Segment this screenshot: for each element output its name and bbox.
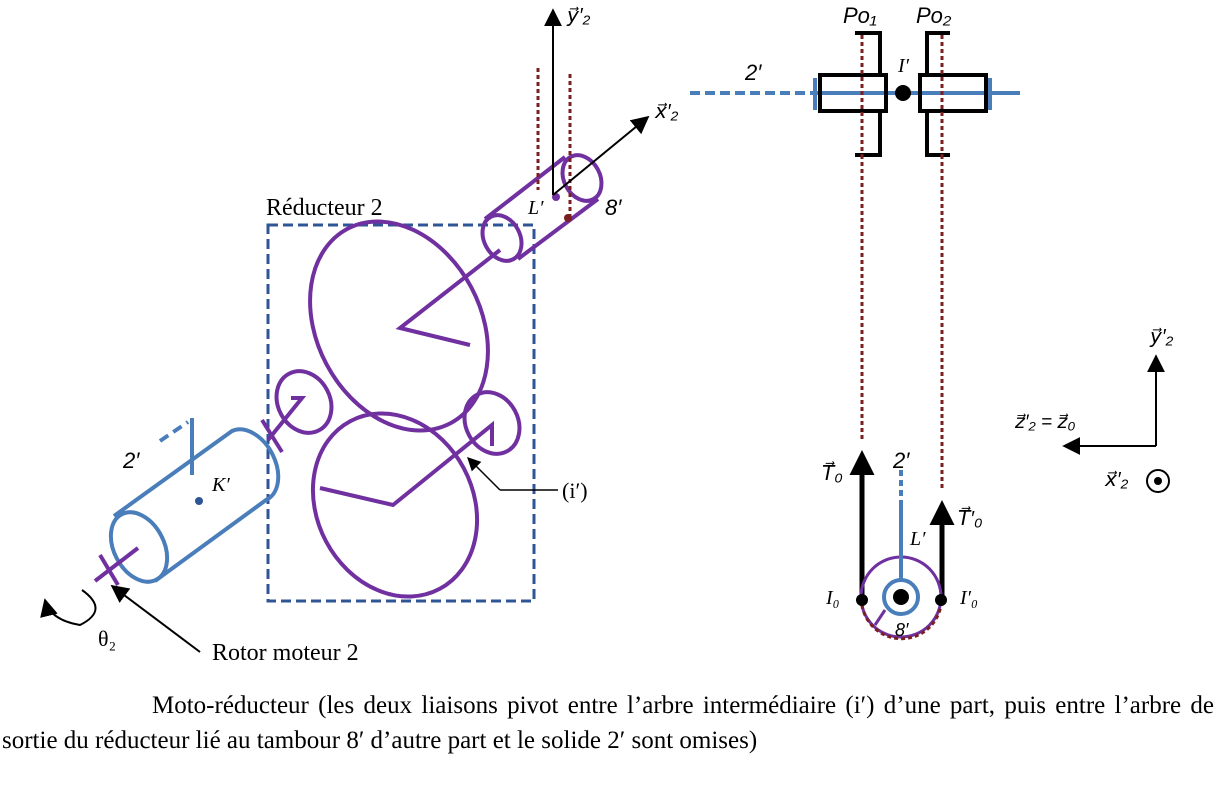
motor-cyl-body xyxy=(112,427,281,583)
label-t0: T⃗₀ xyxy=(822,460,843,485)
moto-reducteur-diagram: Po₁ Po₂ I′ 2′ x⃗′₂ y⃗′₂ L′ 8′ Réducteur … xyxy=(40,3,1174,666)
i-prime-arrow-diag xyxy=(467,457,501,491)
label-z-eq: z⃗′₂ = z⃗₀ xyxy=(1014,412,1075,433)
po1-bottom-bracket xyxy=(855,111,882,157)
wire-point xyxy=(564,214,572,222)
po2-top-bracket xyxy=(925,31,950,75)
label-l-prime: L′ xyxy=(527,197,544,219)
gear-top xyxy=(308,219,490,433)
po1-hub xyxy=(818,73,888,113)
label-i0-prime: I′₀ xyxy=(959,587,978,609)
po2-hub xyxy=(918,73,988,113)
output-cyl-end xyxy=(560,153,604,203)
point-k-prime xyxy=(195,497,203,505)
label-i-prime: I′ xyxy=(897,55,910,77)
x2-out-of-plane-outer xyxy=(1146,469,1170,493)
motor-shaft-left xyxy=(93,546,140,583)
label-l-prime-drum: L′ xyxy=(909,528,926,550)
pinion-right xyxy=(462,390,522,456)
x2-out-of-plane-dot xyxy=(1154,477,1162,485)
label-x2-prime: x⃗′₂ xyxy=(654,101,679,123)
label-k-prime: K′ xyxy=(211,474,230,496)
label-i0: I₀ xyxy=(825,587,840,609)
motor-shaft-arm xyxy=(266,396,307,442)
gear-bottom-arm xyxy=(319,420,494,508)
label-rotor: Rotor moteur 2 xyxy=(212,640,359,666)
rotor-arrow xyxy=(110,584,201,653)
point-i0-prime xyxy=(935,594,947,606)
figure-caption: Moto-réducteur (les deux liaisons pivot … xyxy=(2,692,1214,754)
pinion-left xyxy=(274,369,334,435)
label-y2-prime-top: y⃗′₂ xyxy=(566,5,591,27)
label-i-shaft: (i′) xyxy=(562,478,588,503)
gear-top-arm xyxy=(395,248,502,347)
label-8-prime-drum: 8′ xyxy=(895,620,909,640)
bracket-2-prime-dash xyxy=(158,420,190,443)
po2-bottom-bracket xyxy=(925,111,950,157)
po1-top-bracket xyxy=(855,31,882,75)
drum-hub-ring xyxy=(882,578,920,616)
label-po1: Po₁ xyxy=(843,3,877,28)
reducteur-box xyxy=(266,223,536,603)
label-po2: Po₂ xyxy=(916,3,952,28)
label-theta2: θ₂ xyxy=(98,626,116,651)
label-t0-prime: T⃗′₀ xyxy=(958,505,982,530)
label-2-prime-drum: 2′ xyxy=(892,448,910,473)
label-x2-prime-axes: x⃗′₂ xyxy=(1104,469,1129,491)
motor-shaft-tick xyxy=(260,418,284,454)
label-y2-prime-axes: y⃗′₂ xyxy=(1149,326,1174,348)
motor-cyl-end xyxy=(108,510,170,584)
point-i0 xyxy=(856,594,868,606)
label-reducteur: Réducteur 2 xyxy=(266,195,383,221)
drum-bottom-dash xyxy=(860,604,943,641)
motor-shaft-left-tick xyxy=(98,553,120,587)
gear-bottom xyxy=(310,411,480,599)
output-cyl-edge2 xyxy=(516,197,600,261)
label-2-prime-left: 2′ xyxy=(122,448,140,473)
label-2-prime-top: 2′ xyxy=(744,60,762,85)
x2-axis-top xyxy=(552,115,650,196)
output-cyl-edge1 xyxy=(483,155,567,221)
drum-center xyxy=(893,589,909,605)
point-i-prime xyxy=(895,85,911,101)
label-8-prime: 8′ xyxy=(605,195,622,220)
drum-wedge xyxy=(873,609,887,626)
theta2-arrow xyxy=(40,589,97,627)
